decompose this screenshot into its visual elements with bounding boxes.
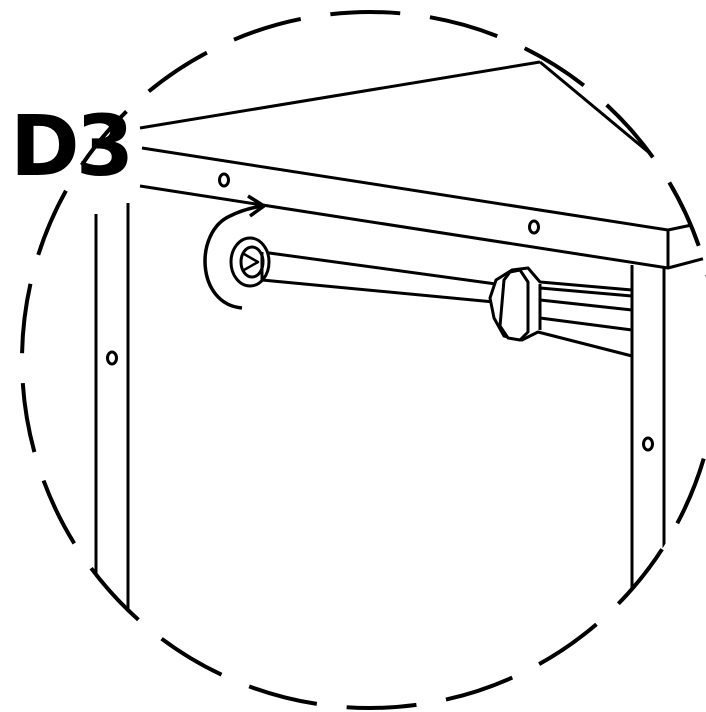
hole-top-right — [528, 219, 540, 235]
screwdriver-shaft — [260, 250, 498, 304]
panel-top-back-edge — [139, 60, 541, 130]
top-panel-side-edge — [667, 220, 706, 232]
top-panel-front — [139, 146, 670, 270]
hole-top-left — [218, 172, 230, 188]
rotate-arrow-icon — [203, 194, 266, 310]
detail-circle — [20, 10, 706, 710]
screw-head-icon — [229, 236, 271, 288]
hole-right-panel — [642, 436, 654, 452]
step-label: D3 — [10, 97, 134, 195]
screwdriver-icon — [488, 266, 634, 358]
panel-top-right-edge — [539, 60, 706, 202]
hole-left-panel — [106, 350, 118, 366]
top-panel-side-bottom — [667, 256, 706, 270]
